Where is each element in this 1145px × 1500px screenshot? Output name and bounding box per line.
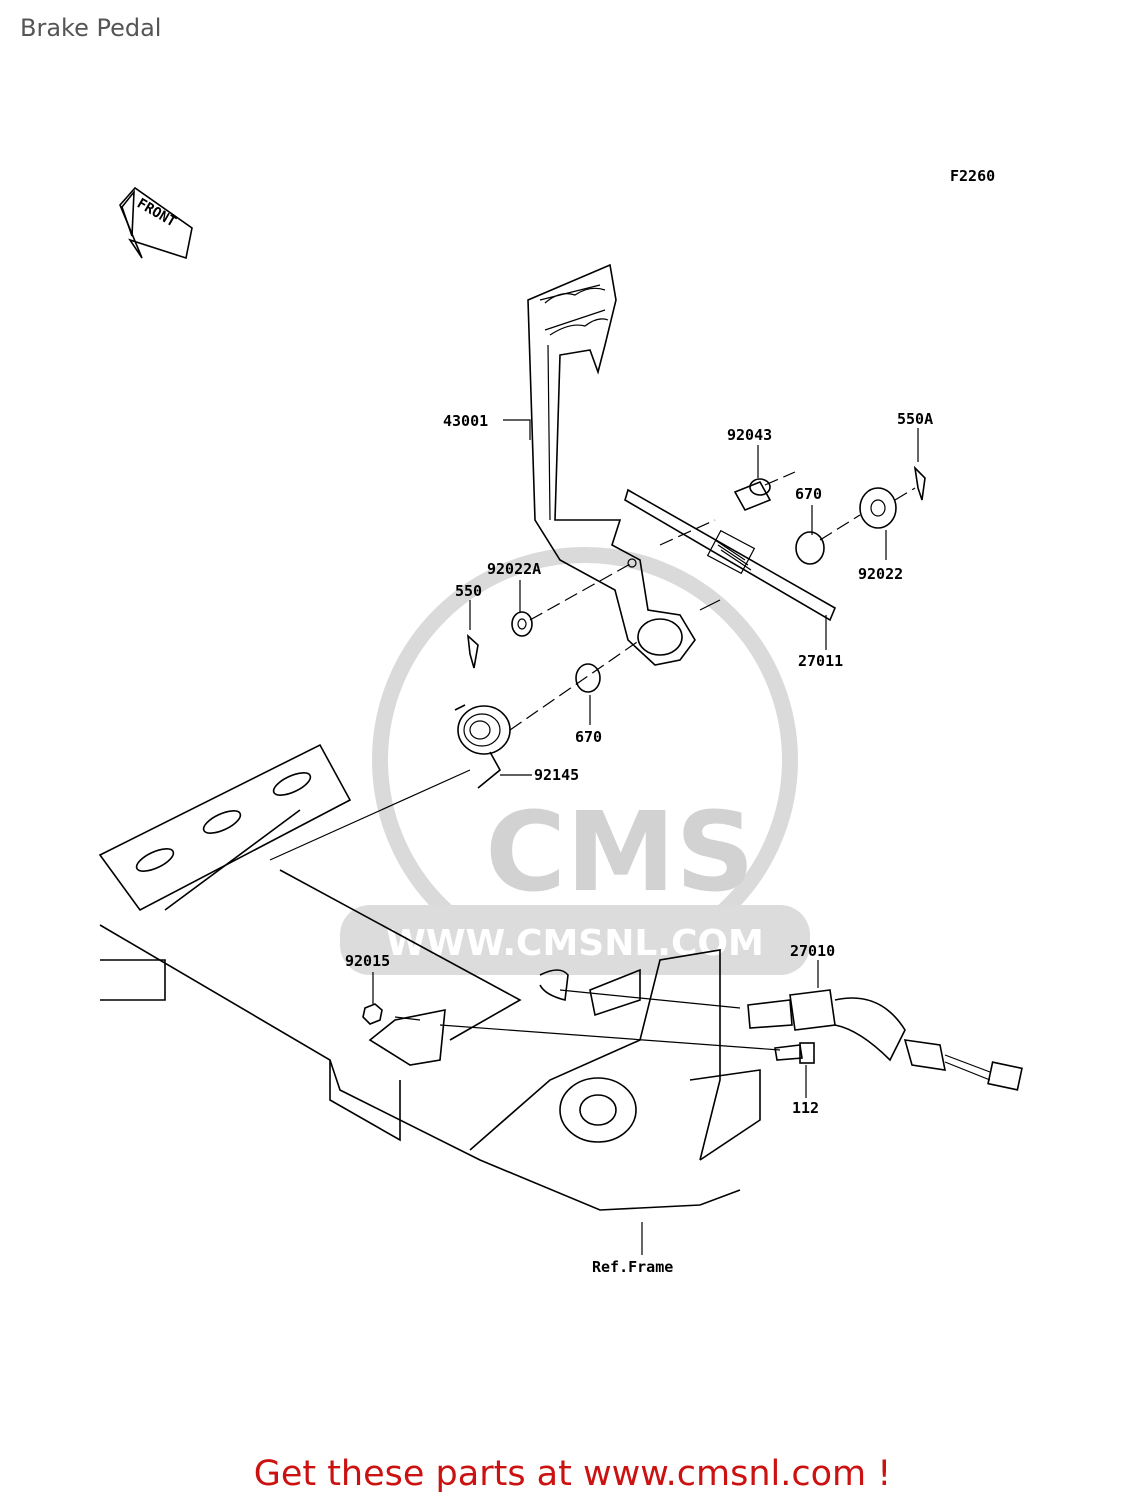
cms-watermark: CMS WWW.CMSNL.COM	[340, 547, 810, 975]
o-ring-670-lower-part	[575, 663, 601, 693]
part-label-92022a: 92022A	[487, 560, 541, 578]
part-label-112: 112	[792, 1099, 819, 1117]
washer-92022-part	[859, 487, 897, 529]
cotter-pin-550a-part	[913, 465, 926, 501]
ref-frame-label: Ref.Frame	[592, 1258, 673, 1276]
part-label-92145: 92145	[534, 766, 579, 784]
part-label-550: 550	[455, 582, 482, 600]
diagram-code: F2260	[950, 167, 995, 185]
frame-part	[98, 743, 761, 1211]
footer-parts-link[interactable]: Get these parts at www.cmsnl.com !	[253, 1454, 892, 1494]
nut-92015-part	[362, 1003, 383, 1025]
watermark-banner	[340, 905, 810, 975]
part-label-92015: 92015	[345, 952, 390, 970]
part-label-43001: 43001	[443, 412, 488, 430]
part-label-27010: 27010	[790, 942, 835, 960]
part-label-27011: 27011	[798, 652, 843, 670]
leader-lines	[372, 419, 919, 1255]
part-label-670-lower: 670	[575, 728, 602, 746]
rod-27011-part	[624, 488, 837, 622]
pin-92043-part	[733, 478, 772, 512]
bolt-112-part	[774, 1042, 815, 1064]
part-label-550a: 550A	[897, 410, 933, 428]
cotter-pin-550-part	[466, 633, 479, 669]
part-label-92022: 92022	[858, 565, 903, 583]
watermark-logo-text: CMS	[485, 788, 754, 916]
washer-92022a-part	[511, 611, 533, 637]
o-ring-670-upper-part	[795, 531, 825, 565]
part-label-670-upper: 670	[795, 485, 822, 503]
brake-pedal-part	[527, 263, 696, 666]
page-title: Brake Pedal	[20, 14, 162, 42]
front-arrow-label: FRONT	[134, 196, 179, 231]
part-label-92043: 92043	[727, 426, 772, 444]
watermark-url-text: WWW.CMSNL.COM	[386, 923, 764, 964]
front-arrow-icon: FRONT	[119, 186, 193, 260]
brake-switch-27010-part	[747, 989, 1023, 1091]
